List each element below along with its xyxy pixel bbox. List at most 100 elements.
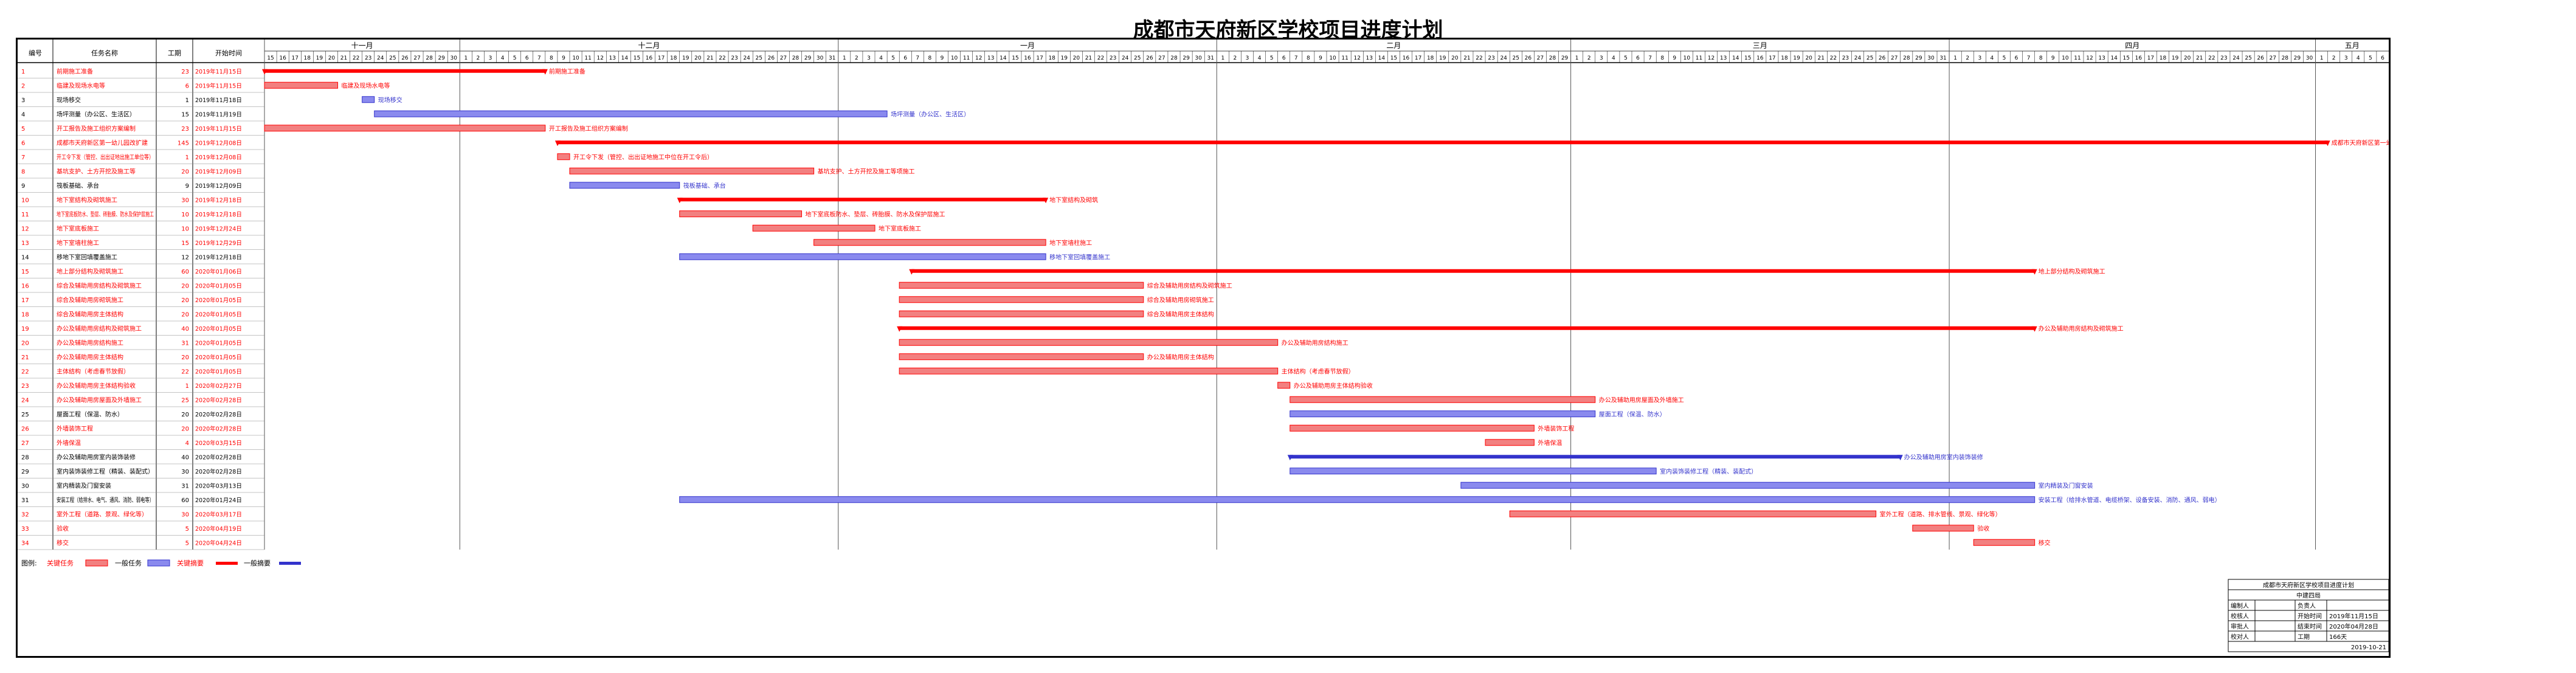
day-label: 2 [855,55,858,61]
month-label: 五月 [2345,41,2360,50]
task-no: 1 [21,69,25,75]
day-label: 9 [562,55,565,61]
day-label: 30 [817,55,824,61]
task-bar-label: 场坪测量（办公区、生活区） [891,110,970,118]
task-start: 2020年01月05日 [195,368,242,376]
info-box-label: 审批人 [2231,623,2249,630]
day-label: 13 [1720,55,1727,61]
day-label: 25 [389,55,396,61]
task-start: 2019年12月08日 [195,140,242,147]
day-label: 21 [2196,55,2203,61]
task-duration: 5 [185,540,189,547]
task-bar-label: 开工令下发（管控、出出证地施工中位在开工令后） [573,153,713,161]
day-label: 17 [1415,55,1421,61]
day-label: 6 [903,55,907,61]
day-label: 14 [621,55,629,61]
day-label: 20 [694,55,702,61]
day-label: 13 [2098,55,2105,61]
task-bar-label: 办公及辅助用房主体结构验收 [1294,382,1373,390]
task-duration: 10 [181,226,189,233]
task-bar-label: 开工报告及施工组织方案编制 [549,125,628,133]
day-label: 5 [2369,55,2372,61]
day-label: 1 [1575,55,1579,61]
task-no: 31 [21,497,29,504]
day-label: 20 [1451,55,1459,61]
day-label: 3 [1600,55,1603,61]
day-label: 8 [1660,55,1664,61]
task-bar [1509,510,1877,517]
task-no: 13 [21,240,29,247]
task-bar [899,310,1144,317]
task-bar [899,367,1279,374]
month-label: 十一月 [351,41,373,50]
day-label: 24 [1500,55,1507,61]
day-label: 12 [1708,55,1714,61]
task-start: 2019年12月18日 [195,254,242,261]
summary-end-marker [1043,198,1049,204]
task-name: 地下室底板施工 [57,225,99,233]
task-name: 外墙保温 [57,439,81,447]
legend-normal-swatch [147,559,170,567]
task-name: 综合及辅助用房砌筑施工 [57,296,123,304]
task-start: 2020年04月19日 [195,525,242,533]
day-label: 15 [634,55,640,61]
info-box-label: 工期 [2298,633,2310,641]
day-label: 26 [768,55,775,61]
day-label: 29 [2294,55,2301,61]
task-bar-label: 临建及现场水电等 [341,81,390,89]
task-bar [1290,424,1535,432]
day-label: 16 [279,55,286,61]
day-label: 26 [1146,55,1153,61]
task-no: 26 [21,426,29,433]
task-bar-label: 现场移交 [378,96,402,104]
task-start: 2020年02月28日 [195,411,242,418]
task-bar [1973,539,2036,546]
task-name: 成都市天府新区第一幼儿园改扩建 [57,139,148,147]
header-duration: 工期 [168,49,181,57]
summary-bar [679,198,1046,202]
day-label: 13 [1366,55,1373,61]
day-label: 6 [525,55,529,61]
day-label: 16 [2135,55,2143,61]
info-box-value: 2020年04月28日 [2329,623,2378,630]
day-label: 30 [451,55,458,61]
day-label: 28 [1549,55,1556,61]
header-name: 任务名称 [91,49,118,57]
day-label: 18 [304,55,311,61]
day-label: 15 [1390,55,1397,61]
task-start: 2019年11月19日 [195,111,242,119]
task-start: 2020年01月06日 [195,268,242,275]
day-label: 7 [916,55,919,61]
task-bar [679,496,2036,503]
day-label: 8 [928,55,932,61]
task-duration: 10 [181,212,189,218]
task-duration: 20 [181,297,189,304]
task-name: 场坪测量（办公区、生活区） [57,111,136,119]
day-label: 24 [1854,55,1862,61]
task-bar-label: 安装工程（给排水管道、电缆桥架、设备安装、消防、通风、弱电） [2039,496,2221,504]
task-name: 办公及辅助用房结构施工 [57,339,123,347]
day-label: 8 [550,55,553,61]
day-label: 10 [2062,55,2069,61]
header-no: 编号 [29,49,42,57]
task-name: 办公及辅助用房主体结构验收 [57,382,136,390]
task-duration: 6 [185,83,189,90]
day-label: 29 [438,55,445,61]
day-label: 4 [1991,55,1994,61]
day-label: 1 [1221,55,1224,61]
task-start: 2020年02月28日 [195,426,242,433]
day-label: 9 [1319,55,1322,61]
day-label: 30 [1927,55,1935,61]
day-label: 2 [1966,55,1969,61]
info-box-label: 编制人 [2231,602,2249,610]
task-bar-label: 地下室底板防水、垫层、砖胎膜、防水及保护层施工 [806,210,945,218]
task-duration: 9 [185,183,189,190]
task-bar-label: 地上部分结构及砌筑施工 [2039,267,2105,275]
task-bar [569,167,815,174]
task-name: 室外工程（道路、景观、绿化等） [57,511,148,519]
day-label: 23 [1842,55,1849,61]
task-name: 外墙装饰工程 [57,425,93,433]
task-duration: 1 [185,97,189,104]
day-label: 17 [291,55,298,61]
day-label: 27 [2270,55,2276,61]
